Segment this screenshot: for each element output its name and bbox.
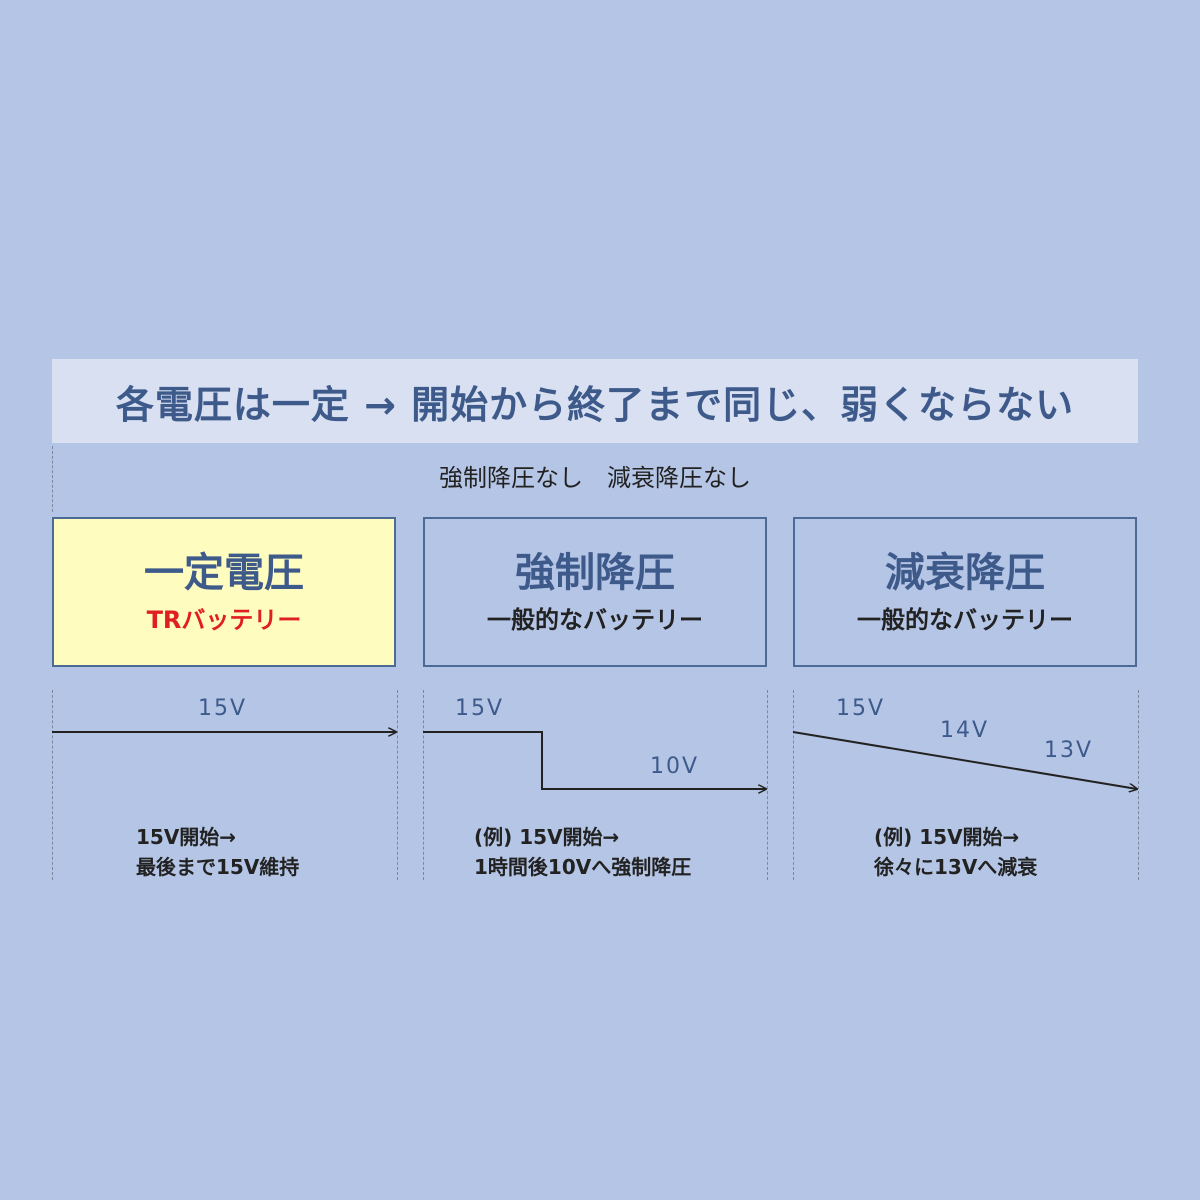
guide-line-left-top xyxy=(52,446,53,512)
card-constant-voltage: 一定電圧 TRバッテリー xyxy=(52,517,396,667)
headline-text: 各電圧は一定 → 開始から終了まで同じ、弱くならない xyxy=(115,382,1075,427)
no-drop-caption: 強制降圧なし 減衰降圧なし xyxy=(439,464,751,492)
description-line: 徐々に13Vへ減衰 xyxy=(874,855,1038,879)
guide-line-5 xyxy=(793,690,794,880)
headline-banner: 各電圧は一定 → 開始から終了まで同じ、弱くならない xyxy=(52,359,1138,443)
card-gradual-decay: 減衰降圧 一般的なバッテリー xyxy=(793,517,1137,667)
card-subtitle: 一般的なバッテリー xyxy=(857,605,1073,634)
voltage-label-15v: 15V xyxy=(836,696,886,721)
voltage-label-14v: 14V xyxy=(940,718,990,743)
card-title: 減衰降圧 xyxy=(885,549,1045,596)
guide-line-4 xyxy=(767,690,768,880)
card-title: 強制降圧 xyxy=(515,549,675,596)
guide-line-2 xyxy=(397,690,398,880)
voltage-label-15v: 15V xyxy=(198,696,248,721)
forced-drop-line xyxy=(423,731,766,789)
description-line: 15V開始→ xyxy=(136,825,237,849)
description-line: 1時間後10Vへ強制降圧 xyxy=(474,855,692,879)
description-forced: (例) 15V開始→ 1時間後10Vへ強制降圧 xyxy=(474,822,691,882)
card-subtitle: TRバッテリー xyxy=(146,605,302,634)
card-title: 一定電圧 xyxy=(144,549,304,596)
gradual-decay-line xyxy=(792,731,1137,789)
guide-line-3 xyxy=(423,690,424,880)
voltage-label-10v: 10V xyxy=(650,754,700,779)
card-subtitle: 一般的なバッテリー xyxy=(487,605,703,634)
card-forced-drop: 強制降圧 一般的なバッテリー xyxy=(423,517,767,667)
voltage-label-13v: 13V xyxy=(1044,738,1094,763)
description-line: (例) 15V開始→ xyxy=(874,825,1020,849)
guide-line-1 xyxy=(52,690,53,880)
description-line: 最後まで15V維持 xyxy=(136,855,300,879)
description-constant: 15V開始→ 最後まで15V維持 xyxy=(136,822,299,882)
description-line: (例) 15V開始→ xyxy=(474,825,620,849)
description-decay: (例) 15V開始→ 徐々に13Vへ減衰 xyxy=(874,822,1037,882)
voltage-label-15v: 15V xyxy=(455,696,505,721)
